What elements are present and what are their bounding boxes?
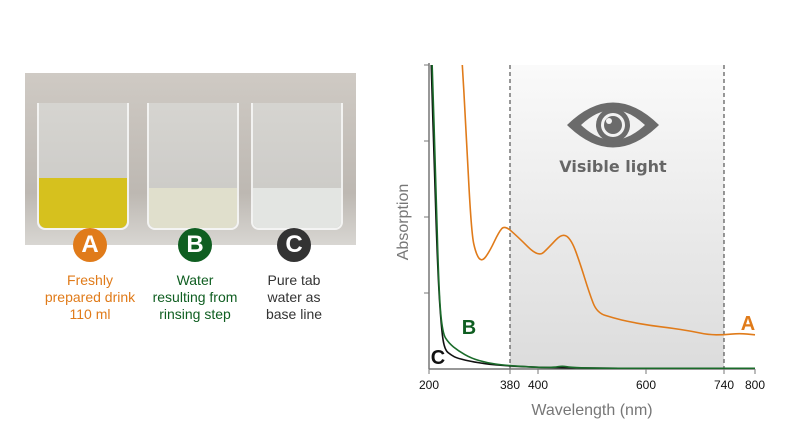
annotation-visible-light: Visible light: [559, 157, 667, 176]
badge-a: A: [73, 228, 107, 262]
caption-line: 110 ml: [69, 306, 111, 322]
caption-line: Water: [176, 272, 214, 288]
series-label-c: C: [431, 347, 445, 369]
caption-line: water as: [267, 289, 321, 305]
badge-b: B: [178, 228, 212, 262]
x-tick-label: 200: [419, 378, 439, 392]
series-label-a: A: [741, 313, 755, 335]
liquid-a: [39, 178, 127, 228]
liquid-c: [253, 188, 341, 228]
x-tick-label: 740: [714, 378, 734, 392]
liquid-b: [149, 188, 237, 228]
caption-line: resulting from: [152, 289, 238, 305]
caption-line: base line: [265, 306, 323, 322]
series-line-a: [461, 64, 756, 336]
x-tick-label: 400: [528, 378, 548, 392]
caption-line: prepared drink: [44, 289, 136, 305]
beaker-a: [37, 103, 129, 230]
eye-highlight: [606, 118, 612, 124]
caption-line: Pure tab: [267, 272, 321, 288]
eye-pupil: [604, 116, 622, 134]
series-label-b: B: [462, 317, 476, 339]
series-line-b: [431, 64, 755, 370]
x-axis-label: Wavelength (nm): [531, 402, 652, 419]
caption-line: rinsing step: [159, 306, 231, 322]
x-tick-label: 380: [500, 378, 520, 392]
badge-c: C: [277, 228, 311, 262]
x-tick-label: 800: [745, 378, 765, 392]
beaker-c: [251, 103, 343, 230]
caption-line: Freshly: [67, 272, 113, 288]
x-tick-label: 600: [636, 378, 656, 392]
beakers-photo: [25, 73, 356, 245]
y-axis-label: Absorption: [395, 184, 412, 261]
